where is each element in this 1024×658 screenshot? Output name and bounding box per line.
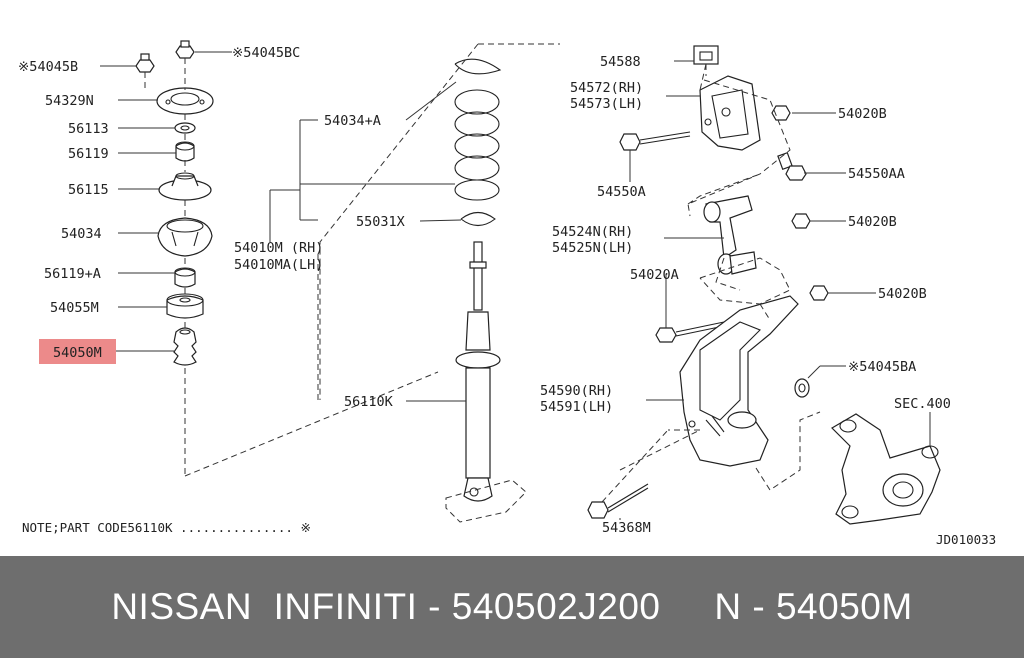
insulator-54034 — [157, 217, 213, 257]
bolt-54368M — [587, 483, 649, 519]
footer-title: NISSAN INFINITI - 540502J200 N - 54050M — [111, 586, 913, 627]
label-54573: 54573(LH) — [570, 96, 643, 112]
nut-54020B-mid — [791, 213, 811, 229]
label-54020B-3: 54020B — [878, 286, 927, 302]
left-leaders — [100, 51, 232, 352]
label-54034: 54034 — [61, 226, 102, 242]
bracket-54590 — [679, 295, 799, 467]
diagram-code: JD010033 — [936, 532, 996, 547]
label-56115: 56115 — [68, 182, 109, 198]
label-54045BC: ※54045BC — [232, 45, 300, 61]
label-54590: 54590(RH) — [540, 383, 613, 399]
label-54010M: 54010M (RH) — [234, 240, 323, 256]
bushing-56119A — [174, 267, 196, 288]
parts-diagram: ※54045B ※54045BC 54329N 56113 56119 5611… — [18, 40, 997, 547]
label-54588: 54588 — [600, 54, 641, 70]
washer-56113 — [174, 122, 196, 134]
bushing-56119 — [175, 141, 195, 162]
clip-54588 — [693, 45, 719, 65]
nut-54045BC — [175, 40, 195, 59]
label-54055M: 54055M — [50, 300, 99, 316]
label-56119: 56119 — [68, 146, 109, 162]
shock-absorber-56110K — [455, 241, 501, 502]
label-56110K: 56110K — [344, 394, 394, 410]
label-54550A: 54550A — [597, 184, 646, 200]
coil-spring-54010M — [454, 58, 502, 227]
label-56113: 56113 — [68, 121, 109, 137]
diagram-canvas: ※54045B ※54045BC 54329N 56113 56119 5611… — [18, 40, 996, 547]
highlight-box — [39, 339, 116, 364]
stopper-54055M — [166, 293, 204, 319]
plate-54329N — [156, 87, 214, 115]
label-54020B-2: 54020B — [848, 214, 897, 230]
note-text: NOTE;PART CODE56110K ............... ※ — [22, 520, 311, 535]
label-54050M: 54050M — [53, 345, 102, 361]
label-54550AA: 54550AA — [848, 166, 905, 182]
washer-54045BA — [794, 378, 810, 398]
bump-rubber-54050M — [173, 327, 197, 366]
mount-56115 — [158, 172, 212, 201]
nut-54020B-top — [771, 105, 791, 121]
bracket-54572 — [699, 75, 761, 151]
label-54010MA: 54010MA(LH) — [234, 257, 323, 273]
label-54572: 54572(RH) — [570, 80, 643, 96]
label-54329N: 54329N — [45, 93, 94, 109]
label-54524N: 54524N(RH) — [552, 224, 633, 240]
link-54524N — [703, 195, 757, 275]
label-sec400: SEC.400 — [894, 396, 951, 412]
right-leaders — [619, 60, 931, 520]
nut-54045B — [135, 53, 155, 73]
nut-54020B-low — [809, 285, 829, 301]
label-54045B: ※54045B — [18, 59, 78, 75]
label-55031X: 55031X — [356, 214, 405, 230]
label-54020A: 54020A — [630, 267, 679, 283]
label-54045BA: ※54045BA — [848, 359, 916, 375]
label-54034A: 54034+A — [324, 113, 381, 129]
bolt-54020A — [655, 321, 725, 343]
footer-bar: NISSAN INFINITI - 540502J200 N - 54050M — [0, 556, 1024, 658]
label-56119A: 56119+A — [44, 266, 101, 282]
label-54525N: 54525N(LH) — [552, 240, 633, 256]
steering-knuckle-sec400 — [831, 413, 941, 525]
label-54591: 54591(LH) — [540, 399, 613, 415]
label-54368M: 54368M — [602, 520, 651, 536]
bolt-54550A — [619, 131, 691, 151]
label-54020B-1: 54020B — [838, 106, 887, 122]
